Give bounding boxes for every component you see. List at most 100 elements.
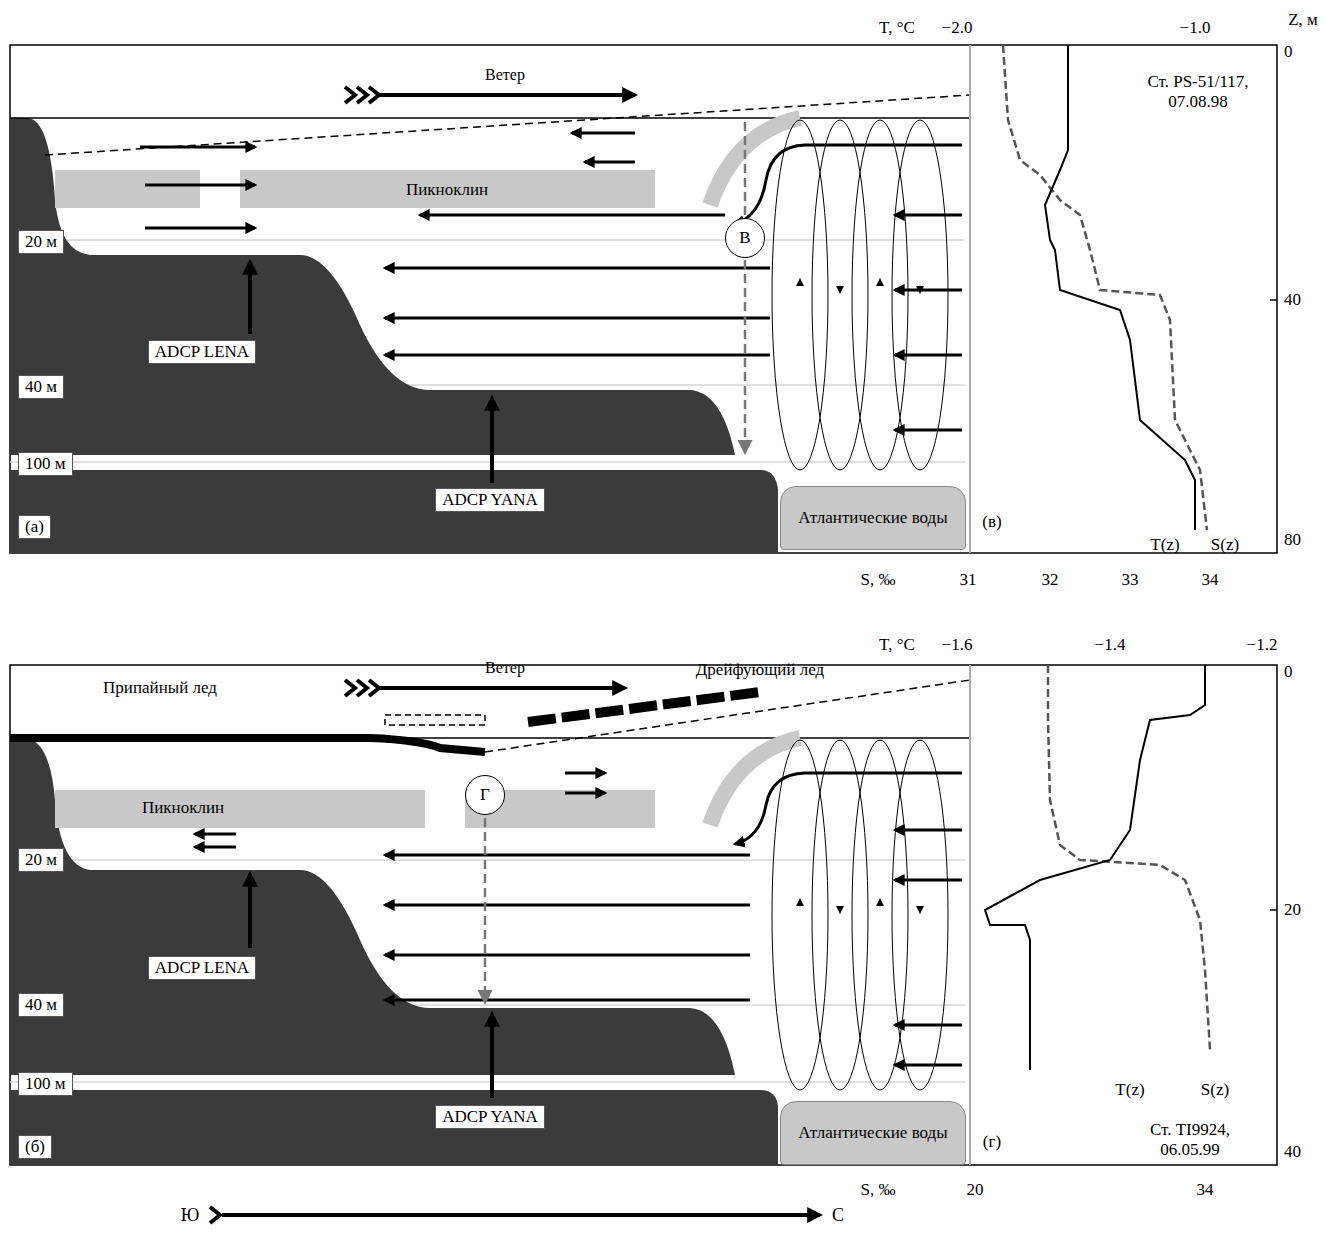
node-text: Атлантические воды [798, 1123, 947, 1143]
illustration-part [916, 906, 924, 914]
illustration-part [796, 898, 804, 906]
label-box: 100 м [18, 1072, 73, 1096]
text-label: 80 [1284, 530, 1301, 550]
illustration-part [805, 772, 962, 775]
illustration-part [248, 262, 252, 334]
label-box: (а) [18, 515, 51, 539]
illustration-part [836, 906, 844, 914]
text-label: 31 [960, 570, 977, 590]
illustration-part [895, 1024, 962, 1027]
text-label: S, ‰ [861, 570, 896, 590]
text-label: 40 [1284, 290, 1301, 310]
illustration-part [805, 144, 962, 147]
illustration-part [248, 874, 252, 948]
illustration-part [55, 170, 200, 208]
illustration-part [10, 117, 970, 119]
text-label: Ветер [485, 659, 525, 677]
illustration-part [1270, 299, 1277, 301]
illustration-part [744, 122, 747, 216]
illustration-part [796, 278, 924, 294]
illustration-part [145, 227, 255, 230]
illustration-part [10, 665, 1277, 1165]
callout-circle: Г [465, 775, 505, 815]
illustration-part [210, 1207, 220, 1223]
text-label: 20 [967, 1180, 984, 1200]
text-label: T, °C [879, 635, 915, 655]
illustration-part [10, 738, 485, 752]
text-label: S(z) [1211, 535, 1239, 555]
label-box: 40 м [18, 993, 64, 1017]
text-label: (в) [982, 512, 1001, 532]
node-text: В [739, 228, 750, 248]
illustration-part [895, 1064, 962, 1067]
illustration-part [836, 286, 844, 294]
illustration-part [10, 45, 1277, 553]
illustration-part [10, 859, 965, 861]
illustration-part [140, 87, 962, 483]
illustration-part [710, 738, 800, 825]
illustration-part [485, 680, 970, 752]
illustration-part [876, 278, 884, 286]
illustration-part [484, 818, 487, 1002]
text-label: Ю [181, 1205, 200, 1226]
illustration-part [1048, 665, 1210, 1050]
node-text: ADCP LENA [155, 958, 249, 978]
illustration-part [895, 429, 962, 432]
label-box: ADCP LENA [148, 956, 256, 980]
illustration-part [385, 999, 750, 1002]
illustration-part [55, 790, 425, 828]
text-label: T(z) [1150, 535, 1179, 555]
label-box: 40 м [18, 375, 64, 399]
illustration-part [1270, 299, 1277, 301]
illustration-part [345, 680, 379, 696]
node-text: 40 м [25, 995, 57, 1015]
text-label: 0 [1284, 42, 1293, 62]
illustration-part [892, 740, 948, 1090]
text-label: Ст. TI9924, 06.05.99 [1120, 1120, 1260, 1159]
illustration-part [420, 214, 725, 217]
illustration-part [385, 954, 750, 957]
label-box: 20 м [18, 848, 64, 872]
text-label: 34 [1197, 1180, 1214, 1200]
illustration-part [895, 289, 962, 292]
text-label: Пикноклин [142, 798, 224, 818]
node-text: Атлантические воды [798, 508, 947, 528]
illustration-part [195, 680, 962, 1098]
node-text: 100 м [25, 454, 66, 474]
illustration-part [916, 286, 924, 294]
illustration-part [490, 1014, 494, 1098]
node-text: 40 м [25, 377, 57, 397]
illustration-part [380, 93, 635, 97]
illustration-part [490, 398, 494, 483]
text-label: 40 [1284, 1142, 1301, 1162]
illustration-part [796, 278, 804, 286]
text-label: 20 [1284, 900, 1301, 920]
text-label: −1.6 [942, 635, 973, 655]
text-label: −1.0 [1180, 18, 1211, 38]
illustration-part [380, 686, 625, 690]
text-label: Пикноклин [406, 180, 488, 200]
water-mass-box: Атлантические воды [780, 486, 966, 550]
text-label: Z, м [1288, 10, 1318, 30]
illustration-part [145, 184, 255, 187]
illustration-part [240, 170, 655, 208]
panel-b [10, 665, 1277, 1165]
panel-a [10, 45, 1277, 553]
text-label: 33 [1122, 570, 1139, 590]
illustration-part [585, 161, 635, 164]
illustration-part [45, 95, 970, 155]
illustration-part [565, 792, 605, 795]
illustration-part [572, 132, 635, 135]
illustration-part [10, 470, 778, 553]
text-label: −1.4 [1095, 635, 1126, 655]
text-label: T, °C [879, 18, 915, 38]
illustration-part [876, 898, 884, 906]
illustration-part [10, 1090, 778, 1165]
text-label: 34 [1202, 570, 1219, 590]
node-text: 20 м [25, 850, 57, 870]
node-text: 100 м [25, 1074, 66, 1094]
illustration-part [385, 715, 485, 725]
label-box: ADCP LENA [148, 340, 256, 364]
illustration-part [969, 45, 971, 553]
